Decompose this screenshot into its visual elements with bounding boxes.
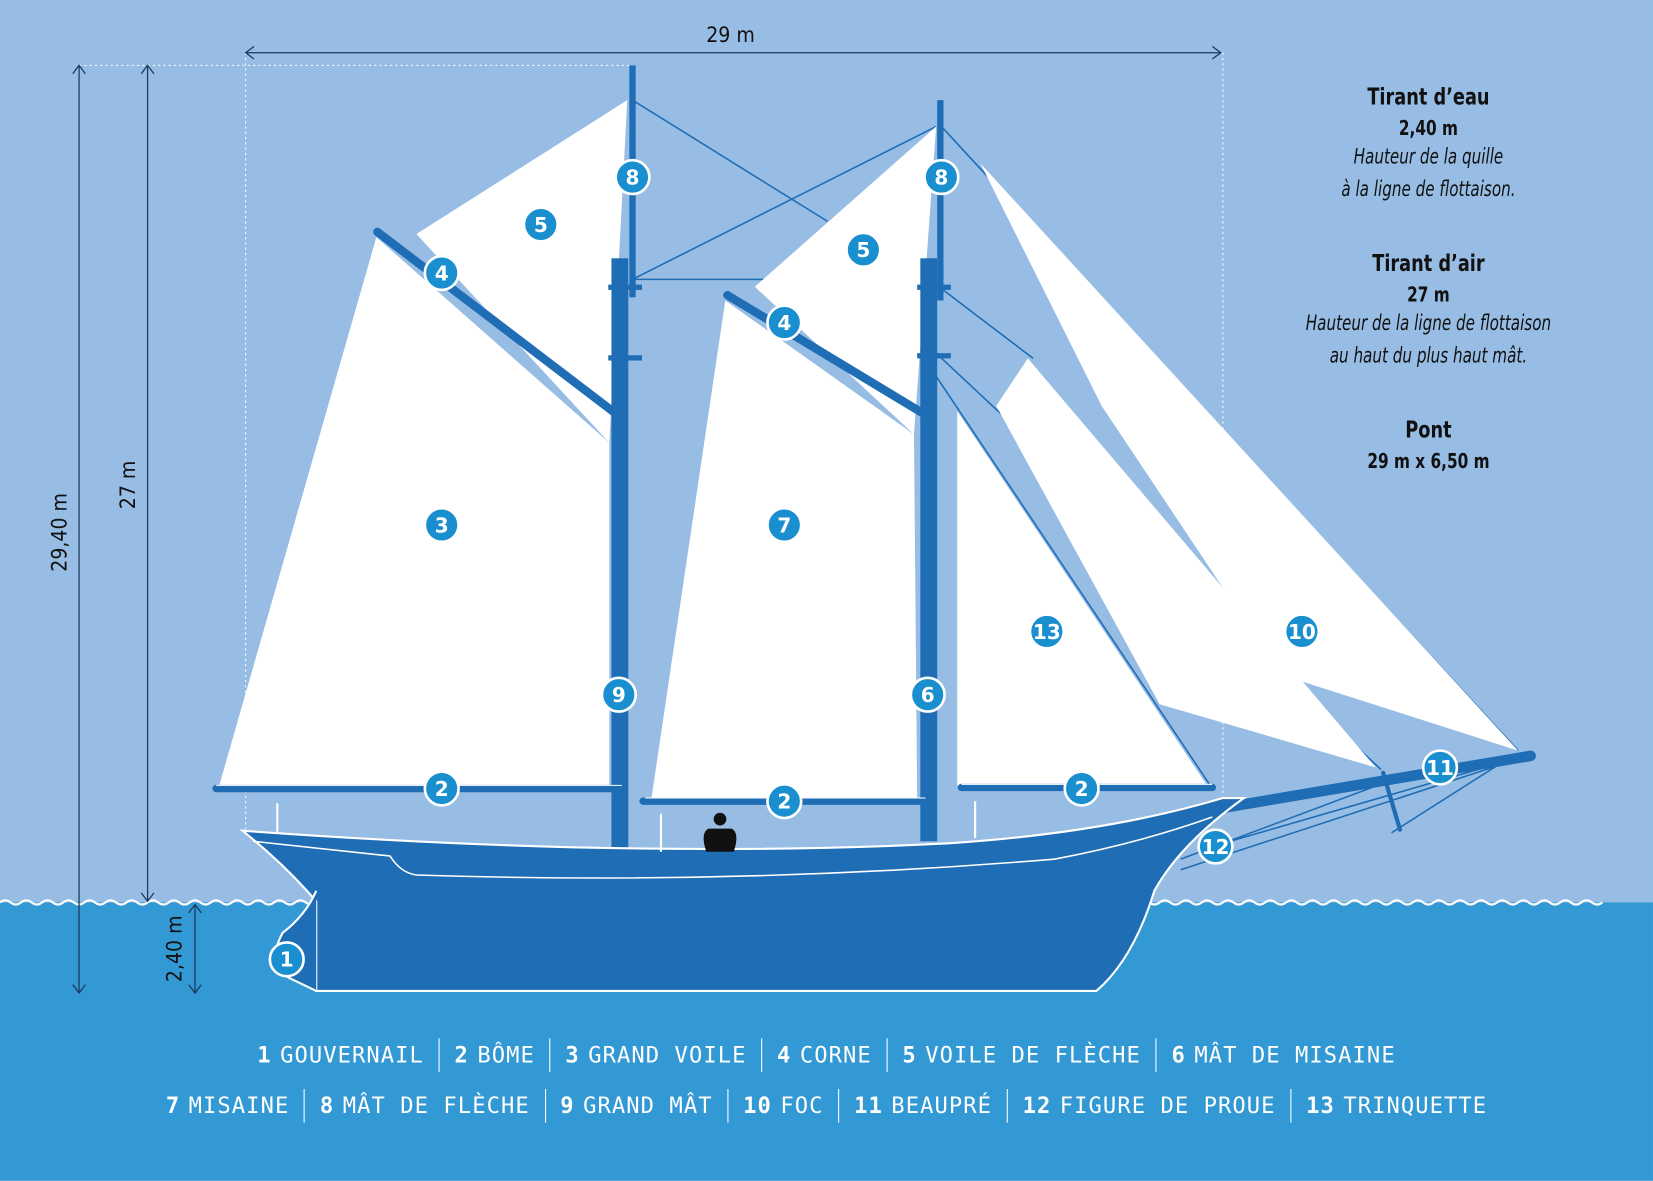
marker-12: 12 [1197, 828, 1234, 865]
hull [239, 796, 1248, 993]
info-desc: Hauteur de la quille [1353, 143, 1504, 169]
stanchions [276, 801, 977, 852]
person-silhouette [703, 812, 737, 852]
mainsail [219, 237, 610, 786]
marker-10: 10 [1283, 613, 1321, 650]
info-title: Tirant d’air [1372, 250, 1485, 278]
marker-13: 13 [1028, 613, 1066, 650]
marker-6: 6 [909, 676, 946, 713]
draft-dimension-label: 2,40 m [161, 915, 186, 982]
svg-text:12: 12 [1202, 835, 1230, 859]
total-height-dimension-label: 29,40 m [46, 493, 71, 572]
marker-2-staysail-boom: 2 [1063, 770, 1100, 807]
info-draft: Tirant d’eau 2,40 m Hauteur de la quille… [1270, 84, 1586, 205]
info-deck: Pont 29 m x 6,50 m [1270, 417, 1586, 473]
svg-text:4: 4 [435, 261, 449, 285]
info-desc: à la ligne de flottaison. [1341, 176, 1516, 202]
info-title: Tirant d’eau [1367, 84, 1490, 111]
marker-4-main: 4 [423, 254, 460, 292]
svg-text:4: 4 [777, 311, 791, 335]
svg-text:9: 9 [612, 683, 626, 707]
marker-3: 3 [423, 506, 460, 544]
svg-text:11: 11 [1426, 756, 1454, 780]
svg-text:5: 5 [534, 213, 548, 237]
svg-text:2: 2 [777, 790, 791, 814]
marker-5-main: 5 [522, 206, 559, 243]
marker-4-fore: 4 [766, 304, 803, 341]
fore-topsail [754, 126, 937, 435]
marker-2-fore-boom: 2 [766, 783, 803, 820]
deck-line [252, 816, 1213, 879]
dimension-lines [72, 45, 1222, 995]
marker-8-fore: 8 [923, 158, 960, 196]
marker-5-fore: 5 [845, 231, 882, 269]
info-air-draft: Tirant d’air 27 m Hauteur de la ligne de… [1270, 251, 1586, 372]
foresail [651, 300, 918, 799]
svg-text:5: 5 [856, 238, 870, 262]
length-dimension-label: 29 m [706, 22, 755, 47]
mainmast [611, 258, 629, 854]
marker-9: 9 [600, 676, 638, 713]
svg-text:3: 3 [435, 513, 449, 537]
foremast [920, 258, 938, 842]
air-draft-dimension-label: 27 m [115, 461, 140, 510]
fore-topmast [937, 100, 944, 301]
info-title: Pont [1405, 417, 1452, 444]
info-value: 29 m x 6,50 m [1367, 450, 1490, 474]
svg-text:6: 6 [921, 683, 935, 707]
svg-text:8: 8 [626, 165, 640, 189]
info-value: 27 m [1407, 283, 1450, 307]
marker-8-main: 8 [614, 158, 651, 196]
svg-text:7: 7 [777, 513, 791, 537]
sails [219, 100, 1519, 799]
svg-text:2: 2 [1075, 777, 1089, 801]
svg-text:2: 2 [435, 777, 449, 801]
svg-text:13: 13 [1033, 620, 1061, 644]
marker-2-main-boom: 2 [423, 770, 460, 807]
svg-text:1: 1 [280, 948, 294, 972]
svg-text:8: 8 [934, 165, 948, 189]
info-desc: au haut du plus haut mât. [1329, 342, 1528, 368]
main-topsail [416, 100, 628, 443]
staysail-trinquette [957, 411, 1208, 786]
svg-text:10: 10 [1288, 620, 1316, 644]
callout-markers: 1 2 2 2 3 4 4 5 5 6 7 8 8 9 10 11 12 13 [268, 158, 1459, 978]
jib-sail [980, 163, 1519, 751]
info-value: 2,40 m [1398, 117, 1458, 141]
info-desc: Hauteur de la ligne de flottaison [1305, 309, 1552, 336]
outer-staysail [996, 358, 1376, 768]
marker-11: 11 [1421, 749, 1459, 786]
marker-1: 1 [268, 941, 305, 978]
booms-gaffs [212, 227, 1536, 832]
marker-7: 7 [766, 506, 803, 544]
